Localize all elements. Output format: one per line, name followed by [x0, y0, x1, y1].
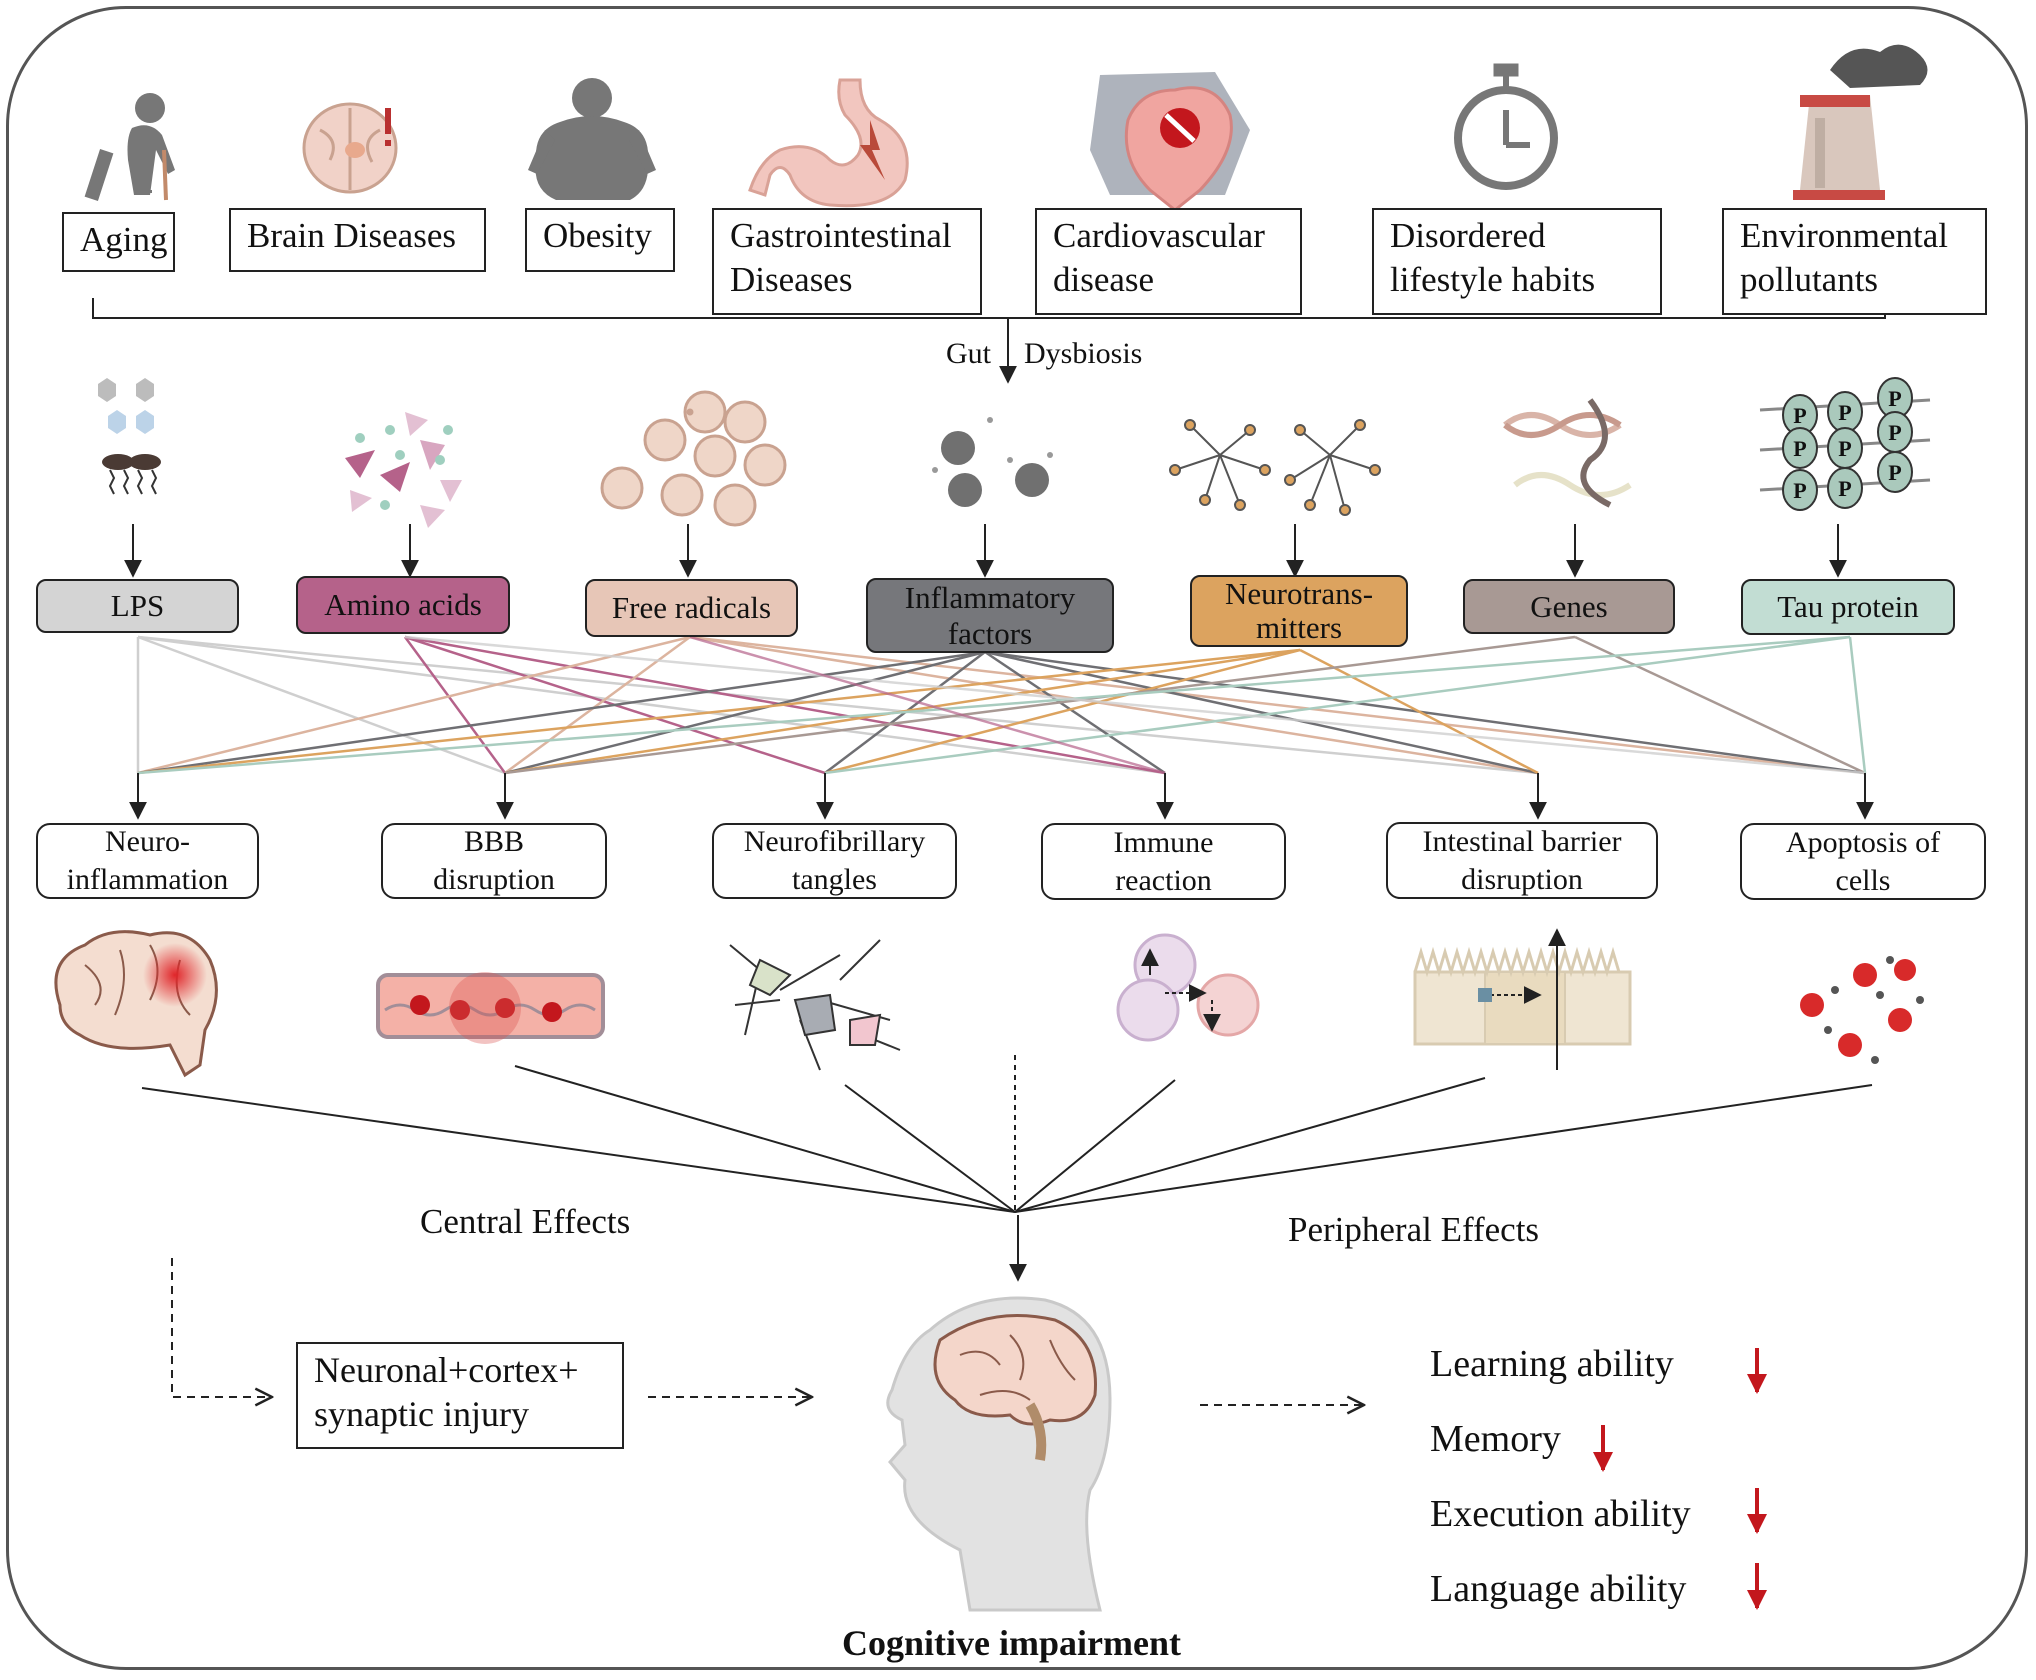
- converging-lines: [141, 1055, 1873, 1282]
- aging-person-icon: [84, 93, 175, 201]
- immune-cells-icon: [1116, 933, 1260, 1042]
- mediator-neurotransmitters: Neurotrans-mitters: [1190, 575, 1408, 647]
- inflammatory-particles-icon: [932, 417, 1053, 507]
- mediator-free-radicals: Free radicals: [585, 579, 798, 637]
- outcome-neuroinflammation: Neuro-inflammation: [36, 823, 259, 899]
- mediator-lps: LPS: [36, 579, 239, 633]
- mediator-arrows: [124, 524, 1847, 578]
- apoptotic-cells-icon: [1800, 956, 1924, 1064]
- stopwatch-icon: [1454, 63, 1558, 190]
- gut-label: Gut: [946, 337, 991, 370]
- free-radical-cells-icon: [600, 390, 787, 527]
- tau-phosphate-mark: P: [1793, 436, 1806, 461]
- intestinal-epithelium-icon: [1413, 928, 1632, 1070]
- central-effects-label: Central Effects: [420, 1202, 631, 1241]
- memory-label: Memory: [1430, 1418, 1561, 1460]
- execution-ability-label: Execution ability: [1430, 1493, 1691, 1535]
- dysbiosis-label: Dysbiosis: [1024, 337, 1143, 370]
- tau-phosphate-mark: P: [1838, 400, 1851, 425]
- obesity-figure-icon: [528, 78, 656, 200]
- tau-phosphate-mark: P: [1888, 386, 1901, 411]
- heart-icon: [1090, 72, 1250, 212]
- tau-phosphate-mark: P: [1888, 460, 1901, 485]
- cognitive-impairment-label: Cognitive impairment: [842, 1623, 1181, 1663]
- language-ability-label: Language ability: [1430, 1568, 1687, 1610]
- lps-molecule-icon: [98, 378, 161, 495]
- dashed-arrows: [171, 1258, 1364, 1405]
- cause-obesity: Obesity: [525, 208, 675, 272]
- dna-helix-icon: [1503, 398, 1632, 508]
- factory-chimney-icon: [1793, 44, 1928, 200]
- mediator-tau-protein: Tau protein: [1741, 579, 1955, 635]
- cause-brain-diseases: Brain Diseases: [229, 208, 486, 272]
- stomach-icon: [748, 78, 909, 208]
- tau-phosphate-mark: P: [1793, 403, 1806, 428]
- mediator-amino-acids: Amino acids: [296, 576, 510, 634]
- neuron-tangle-icon: [729, 939, 901, 1071]
- cause-aging: Aging: [62, 212, 175, 272]
- amino-acids-icon: [345, 412, 462, 528]
- tau-phosphate-mark: P: [1838, 436, 1851, 461]
- inflamed-brain-icon: [54, 930, 218, 1078]
- tau-phosphate-mark: P: [1888, 420, 1901, 445]
- diagram-frame: [6, 6, 2028, 1670]
- mediator-genes: Genes: [1463, 579, 1675, 634]
- blood-vessel-icon: [376, 972, 605, 1044]
- tau-phosphate-mark: P: [1838, 476, 1851, 501]
- head-brain-icon: [886, 1296, 1112, 1612]
- outcome-arrows: [129, 773, 1874, 820]
- learning-ability-label: Learning ability: [1430, 1343, 1674, 1385]
- tau-phosphate-mark: P: [1793, 478, 1806, 503]
- brain-warning-icon: [302, 102, 398, 194]
- decrease-arrows: [1593, 1348, 1767, 1610]
- network-lines: [136, 635, 1867, 775]
- peripheral-effects-label: Peripheral Effects: [1288, 1210, 1540, 1249]
- neuron-branches-icon: [1169, 419, 1381, 516]
- neuronal-injury-box: Neuronal+cortex+synaptic injury: [296, 1342, 624, 1449]
